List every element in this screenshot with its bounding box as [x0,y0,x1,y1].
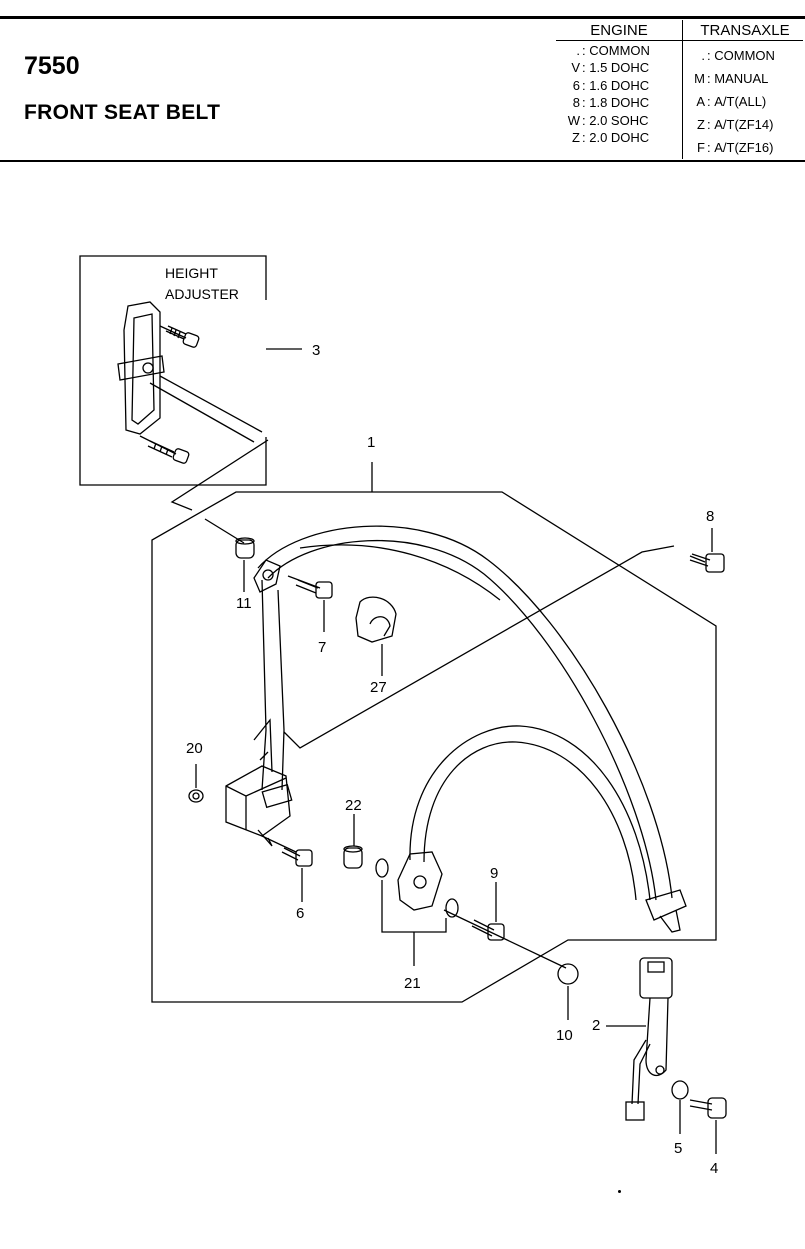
engine-heading: ENGINE [556,20,683,41]
callout-8: 8 [706,508,714,525]
callout-20: 20 [186,740,203,757]
inset-label-adjuster: ADJUSTER [165,286,239,302]
part-11-spacer [235,537,255,559]
transaxle-row: F: A/T(ZF16) [697,140,774,155]
callout-10: 10 [556,1027,573,1044]
height-adjuster-inset [79,255,302,486]
belt-shoulder-webbing [257,525,673,901]
part-5-washer [671,1080,689,1134]
callout-9: 9 [490,865,498,882]
legend-table: ENGINE TRANSAXLE .: COMMON V: 1.5 DOHC 6… [556,20,803,159]
page-title: FRONT SEAT BELT [24,101,221,124]
engine-row: 8: 1.8 DOHC [572,95,650,111]
part-10-cap [557,963,579,985]
callout-27: 27 [370,679,387,696]
part-4-bolt [689,1097,727,1154]
transaxle-row: M: MANUAL [694,71,769,86]
belt-lap-webbing [409,725,651,901]
transaxle-codes: .: COMMON M: MANUAL A: A/T(ALL) Z: A/T(Z… [683,41,804,160]
engine-row: Z: 2.0 DOHC [572,130,650,146]
lap-belt-end [645,889,687,933]
part-9-bolt [443,909,567,969]
callout-11: 11 [236,595,252,612]
belt-retractor-webbing [261,579,285,791]
part-20-nut [188,764,204,803]
part-22-spacer [343,845,363,869]
assembly-outline [151,439,717,1003]
scan-speck [618,1190,621,1193]
transaxle-heading: TRANSAXLE [682,20,803,41]
callout-3: 3 [312,342,320,359]
adjuster-rail [123,301,161,435]
belt-guide-cover [355,596,397,643]
adjuster-bolt-lower [139,435,190,464]
adjuster-bolt-upper [159,325,200,348]
callout-7: 7 [318,639,326,656]
part-6-bolt [261,835,313,867]
transaxle-row: .: COMMON [701,48,775,63]
lap-anchor-plate [397,851,443,911]
engine-codes: .: COMMON V: 1.5 DOHC 6: 1.6 DOHC 8: 1.8… [556,40,683,159]
section-code: 7550 [24,52,80,80]
part-7-bolt [287,575,333,599]
callout-2: 2 [592,1017,600,1034]
adjuster-slider [117,355,165,381]
buckle [625,957,673,1121]
retractor [225,718,293,847]
callout-21: 21 [404,975,421,992]
callout-6: 6 [296,905,304,922]
header-top-rule [0,16,805,19]
transaxle-row: A: A/T(ALL) [696,94,767,109]
part-21-washers [375,858,459,966]
engine-row: W: 2.0 SOHC [567,112,649,128]
engine-row: 6: 1.6 DOHC [572,77,650,93]
inset-label-height: HEIGHT [165,265,218,281]
d-ring-anchor [253,559,281,593]
transaxle-row: Z: A/T(ZF14) [697,117,774,132]
callout-22: 22 [345,797,362,814]
callout-4: 4 [710,1160,718,1177]
part-8-bolt [689,553,725,573]
header-bottom-rule [0,160,805,162]
engine-row: .: COMMON [576,43,650,58]
engine-row: V: 1.5 DOHC [571,60,650,76]
callout-5: 5 [674,1140,682,1157]
callout-1: 1 [367,434,375,451]
